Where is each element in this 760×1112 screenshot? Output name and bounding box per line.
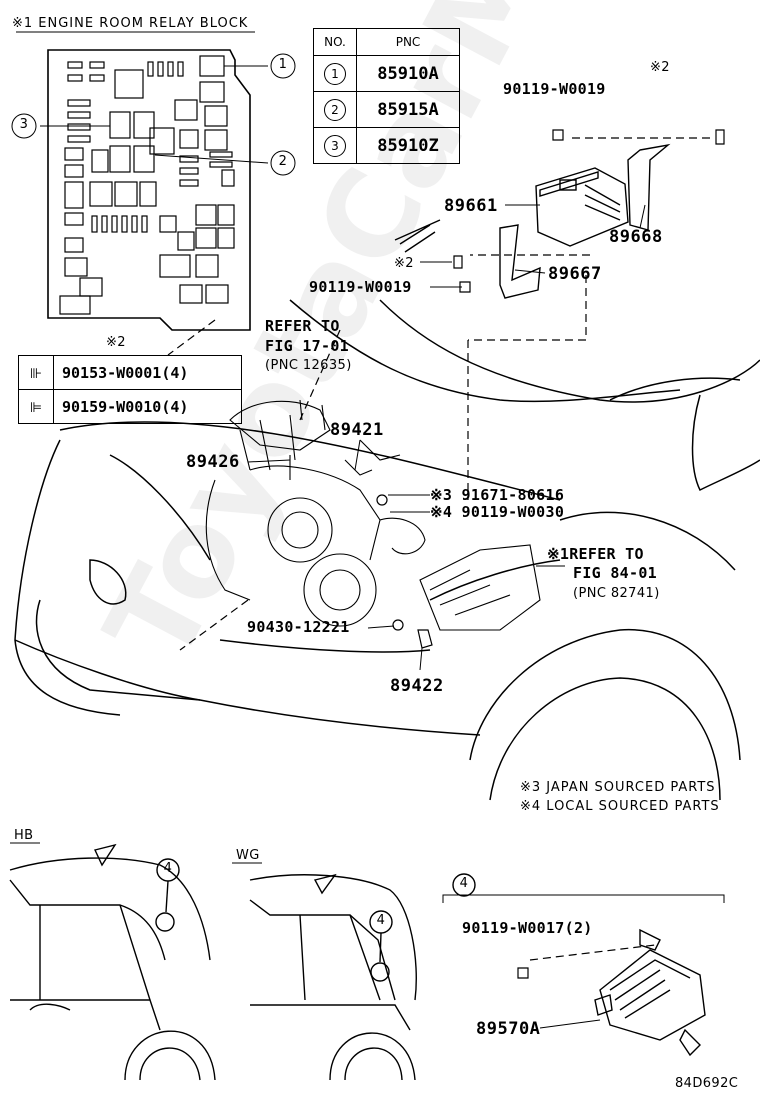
- relay-block-title: ※1 ENGINE ROOM RELAY BLOCK: [12, 16, 249, 31]
- part-leaders: [247, 204, 646, 1029]
- callout-2: 2: [278, 154, 288, 169]
- part-89667: 89667: [548, 264, 602, 284]
- pnc-row: 1 85910A: [313, 55, 460, 92]
- label-hb: HB: [14, 828, 34, 843]
- part-90119-w0019-top: 90119-W0019: [503, 80, 606, 98]
- bolt-part: 90153-W0001(4): [53, 355, 242, 390]
- part-89422: 89422: [390, 676, 444, 696]
- refer-84-01-line1: ※1REFER TO: [547, 545, 644, 563]
- part-89426: 89426: [186, 452, 240, 472]
- ecu-module-89661: [535, 167, 629, 247]
- label-wg: WG: [236, 848, 260, 863]
- part-89668: 89668: [609, 227, 663, 247]
- pnc-row-value: 85915A: [356, 91, 460, 128]
- part-89570a: 89570A: [476, 1019, 541, 1039]
- callout-4-detail: 4: [459, 876, 469, 891]
- module-89570a: [442, 873, 725, 1057]
- bolt-part: 90159-W0010(4): [53, 389, 242, 424]
- relay-block-outline: [16, 31, 255, 331]
- refer-17-01-line1: REFER TO: [265, 317, 340, 335]
- part-90430-12221: 90430-12221: [247, 618, 350, 636]
- refer-17-01-line3: (PNC 12635): [265, 358, 352, 373]
- pnc-row-value: 85910Z: [356, 127, 460, 164]
- pnc-row-value: 85910A: [356, 55, 460, 92]
- callout-3: 3: [19, 117, 29, 132]
- pnc-row: 3 85910Z: [313, 127, 460, 164]
- part-90119-w0017: 90119-W0017(2): [462, 919, 593, 937]
- callout-4-hb: 4: [163, 861, 173, 876]
- part-90119-w0030: ※4 90119-W0030: [430, 503, 565, 521]
- bolt-row: ⊪ 90153-W0001(4): [18, 355, 242, 390]
- note-local-sourced: ※4 LOCAL SOURCED PARTS: [520, 799, 720, 814]
- part-91671-80616: ※3 91671-80616: [430, 486, 565, 504]
- bolt-row: ⊫ 90159-W0010(4): [18, 389, 242, 424]
- pnc-col-pnc: PNC: [356, 28, 460, 56]
- brackets: [394, 143, 671, 299]
- wg-rear-view: [232, 862, 417, 1081]
- note-2-mid: ※2: [394, 256, 414, 271]
- car-body-lines: [14, 299, 760, 801]
- refer-17-01-line2: FIG 17-01: [265, 337, 349, 355]
- callout-4-wg: 4: [376, 913, 386, 928]
- pnc-col-no: NO.: [313, 28, 357, 56]
- bolt-table: ⊪ 90153-W0001(4) ⊫ 90159-W0010(4): [18, 355, 242, 424]
- note-japan-sourced: ※3 JAPAN SOURCED PARTS: [520, 780, 716, 795]
- pnc-row-no: 3: [324, 134, 346, 157]
- hex-bolt-icon: ⊫: [29, 400, 43, 416]
- pnc-row-no: 2: [324, 98, 346, 121]
- part-90119-w0019-mid: 90119-W0019: [309, 278, 412, 296]
- pnc-table: NO. PNC 1 85910A 2 85915A 3 85910Z: [313, 28, 460, 164]
- hb-rear-view: [9, 842, 216, 1081]
- relay-block-components: [59, 55, 235, 315]
- pnc-row: 2 85915A: [313, 91, 460, 128]
- figure-code: 84D692C: [675, 1076, 739, 1091]
- callout-leaders: [11, 53, 296, 176]
- flange-bolt-icon: ⊪: [29, 366, 43, 382]
- callout-1: 1: [278, 57, 288, 72]
- engine-sketch: [205, 399, 541, 631]
- bolts-small: [376, 129, 725, 979]
- refer-84-01-line3: (PNC 82741): [573, 586, 660, 601]
- pnc-row-no: 1: [324, 62, 346, 85]
- refer-84-01-line2: FIG 84-01: [573, 564, 657, 582]
- dashed-links: [167, 137, 712, 961]
- part-89421: 89421: [330, 420, 384, 440]
- bolt-table-note: ※2: [106, 335, 126, 350]
- part-89661: 89661: [444, 196, 498, 216]
- note-2-top: ※2: [650, 60, 670, 75]
